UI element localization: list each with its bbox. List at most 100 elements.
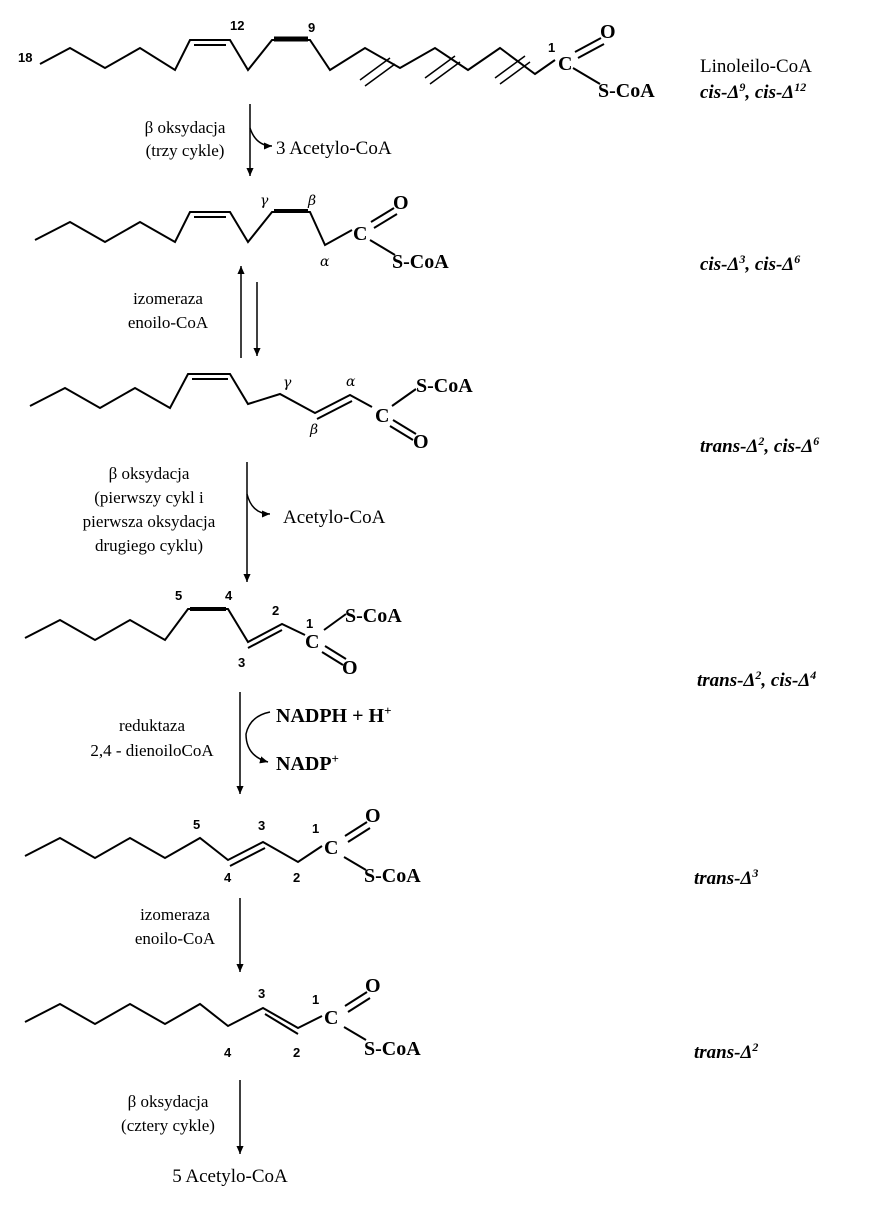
position-beta: β [309, 422, 318, 438]
atom-carbon: C [324, 837, 338, 859]
atom-s-coa: S-CoA [364, 1038, 421, 1060]
locant-1: 1 [312, 821, 319, 836]
configuration-5: trans-Δ3 [694, 866, 758, 889]
carbonyl-bond-b [389, 425, 414, 441]
atom-oxygen: O [393, 192, 409, 214]
position-gamma: γ [283, 375, 292, 391]
thioester-bond [343, 856, 367, 871]
locant-5: 5 [175, 588, 182, 603]
thioester-bond [391, 388, 417, 407]
carbonyl-bond-b [321, 651, 344, 666]
cofactor-nadph: NADPH + H+ [276, 703, 391, 728]
configuration-2: cis-Δ3, cis-Δ6 [700, 252, 800, 275]
atom-s-coa: S-CoA [364, 865, 421, 887]
thioester-bond [572, 67, 601, 85]
locant-3: 3 [258, 818, 265, 833]
step-label-2: (cztery cykle) [121, 1116, 215, 1135]
step-label-3: pierwsza oksydacja [83, 512, 216, 531]
locant-4: 4 [224, 870, 232, 885]
carbon-chain [29, 373, 373, 415]
locant-2: 2 [272, 603, 279, 618]
molecule-trans2-cis6: γ α β S-CoA C O [29, 373, 473, 453]
step-isomerase-2: izomeraza enoilo-CoA [135, 898, 244, 972]
step-label-4: drugiego cyklu) [95, 536, 203, 555]
step-label-2: (trzy cykle) [146, 141, 225, 160]
name-linoleoyl-coa: Linoleilo-CoA [700, 56, 812, 77]
configuration-1: cis-Δ9, cis-Δ12 [700, 80, 806, 103]
step-label-1: izomeraza [140, 905, 210, 924]
carbonyl-bond-a [344, 991, 368, 1007]
locant-9: 9 [308, 20, 315, 35]
locant-4: 4 [224, 1045, 232, 1060]
locant-2: 2 [293, 870, 300, 885]
atom-oxygen: O [365, 975, 381, 997]
side-product: 3 Acetylo-CoA [276, 138, 392, 159]
side-product-arrow [246, 493, 271, 518]
atom-oxygen: O [413, 431, 429, 453]
step-dienoyl-coa-reductase: reduktaza 2,4 - dienoiloCoA NADPH + H+ N… [90, 692, 391, 794]
step-beta-oxidation-partial: β oksydacja (pierwszy cykl i pierwsza ok… [83, 462, 386, 582]
step-label-1: izomeraza [133, 289, 203, 308]
molecule-cis3-cis6: γ β α O C S-CoA [34, 192, 449, 273]
thioester-bond [369, 239, 396, 256]
step-beta-oxidation-three-cycles: β oksydacja (trzy cykle) 3 Acetylo-CoA [145, 104, 392, 176]
atom-carbon: C [324, 1007, 338, 1029]
carbonyl-bond-a [574, 37, 602, 53]
step-label-2: (pierwszy cykl i [94, 488, 204, 507]
cofactor-arrow [245, 711, 271, 764]
atom-carbon: C [353, 223, 367, 245]
locant-1: 1 [306, 616, 313, 631]
atom-carbon: C [375, 405, 389, 427]
step-label-1: reduktaza [119, 716, 186, 735]
locant-3: 3 [238, 655, 245, 670]
atom-carbon: C [305, 631, 319, 653]
carbonyl-bond-a [392, 419, 417, 435]
atom-s-coa: S-CoA [392, 251, 449, 273]
double-bond-3 [229, 847, 266, 867]
position-alpha: α [346, 374, 356, 390]
double-bond-2 [316, 400, 353, 420]
atom-oxygen: O [342, 657, 358, 679]
atom-s-coa: S-CoA [345, 605, 402, 627]
molecule-trans3: 5 3 1 4 2 O C S-CoA [24, 805, 421, 887]
cleavage-marks [359, 55, 531, 87]
carbonyl-bond-a [370, 207, 395, 223]
step-label-1: β oksydacja [145, 118, 226, 137]
atom-s-coa: S-CoA [598, 80, 655, 102]
double-bond-2 [264, 1013, 299, 1035]
step-label-1: β oksydacja [128, 1092, 209, 1111]
carbonyl-bond-b [373, 213, 398, 229]
carbon-chain [24, 836, 323, 864]
atom-s-coa: S-CoA [416, 375, 473, 397]
locant-3: 3 [258, 986, 265, 1001]
locant-2: 2 [293, 1045, 300, 1060]
locant-1: 1 [312, 992, 319, 1007]
locant-5: 5 [193, 817, 200, 832]
configuration-4: trans-Δ2, cis-Δ4 [697, 668, 816, 691]
thioester-bond [343, 1026, 367, 1041]
step-label-2: enoilo-CoA [128, 313, 209, 332]
step-label-2: enoilo-CoA [135, 929, 216, 948]
atom-carbon: C [558, 53, 572, 75]
atom-oxygen: O [600, 21, 616, 43]
step-label-2: 2,4 - dienoiloCoA [90, 741, 214, 760]
locant-4: 4 [225, 588, 233, 603]
atom-oxygen: O [365, 805, 381, 827]
position-beta: β [307, 193, 316, 209]
carbon-chain [24, 1002, 323, 1030]
molecule-linoleoyl-coa: 18 12 9 1 O C S-CoA [18, 18, 655, 102]
double-bond-2 [247, 629, 283, 649]
molecule-trans2-cis4: 5 4 2 1 3 S-CoA C O [24, 588, 402, 679]
side-product-arrow [249, 127, 273, 150]
carbonyl-bond-b [347, 997, 371, 1013]
thioester-bond [323, 613, 347, 631]
step-label-1: β oksydacja [109, 464, 190, 483]
step-beta-oxidation-four-cycles: β oksydacja (cztery cykle) 5 Acetylo-CoA [121, 1080, 288, 1187]
carbon-chain [39, 39, 556, 76]
position-alpha: α [320, 254, 330, 270]
position-gamma: γ [260, 193, 269, 209]
locant-18: 18 [18, 50, 32, 65]
configuration-3: trans-Δ2, cis-Δ6 [700, 434, 819, 457]
final-product: 5 Acetylo-CoA [172, 1166, 288, 1187]
